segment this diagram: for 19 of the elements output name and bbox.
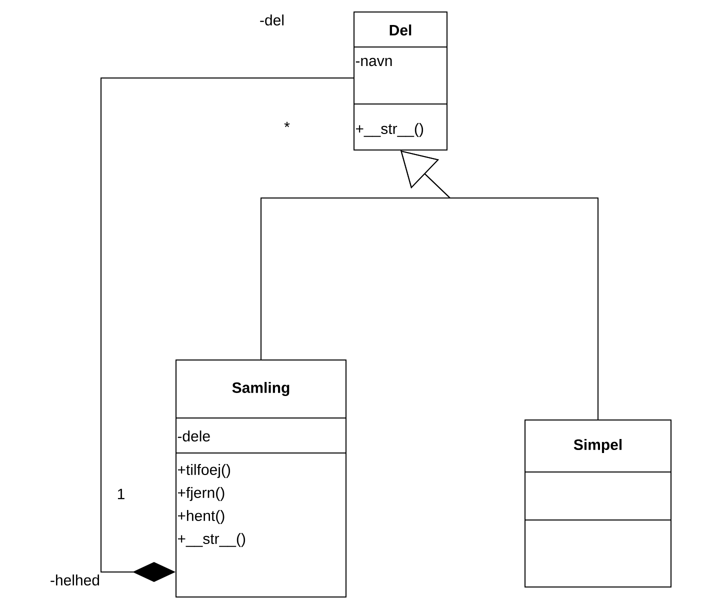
method-text: +tilfoej() (178, 464, 230, 478)
method-text: +hent() (178, 510, 224, 524)
class-name: Samling (232, 382, 290, 396)
class-box (354, 12, 448, 150)
role-label: * (284, 122, 290, 128)
class-name: Simpel (574, 439, 622, 453)
class-box (524, 420, 672, 588)
method-text: +__str__() (178, 533, 246, 547)
role-label: -del (260, 14, 284, 26)
attribute-text: -dele (178, 430, 210, 442)
class-box (176, 360, 346, 598)
composition-line (100, 78, 354, 582)
inheritance-arrow (400, 150, 598, 420)
method-text: +fjern() (178, 487, 224, 501)
method-text: +__str__() (356, 123, 424, 137)
role-label: 1 (118, 488, 124, 500)
role-label: -helhed (50, 574, 100, 586)
class-name: Del (390, 24, 412, 36)
attribute-text: -navn (356, 58, 392, 66)
